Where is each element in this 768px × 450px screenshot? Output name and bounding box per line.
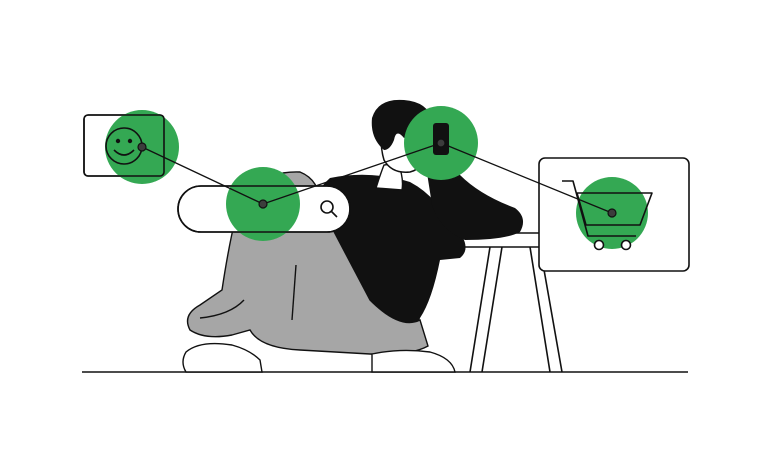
node-smiley [137,142,147,152]
hair [371,99,432,150]
shopping-cart-icon [562,180,653,251]
connection-nodes [137,138,617,218]
search-icon [320,200,338,218]
node-search [258,199,268,209]
smiley-face-icon [105,127,143,165]
node-phone [436,138,446,148]
feet [182,342,456,373]
connection-lines [141,142,613,214]
node-cart [607,208,617,218]
side-table [461,232,563,373]
smiley-card [83,110,179,184]
